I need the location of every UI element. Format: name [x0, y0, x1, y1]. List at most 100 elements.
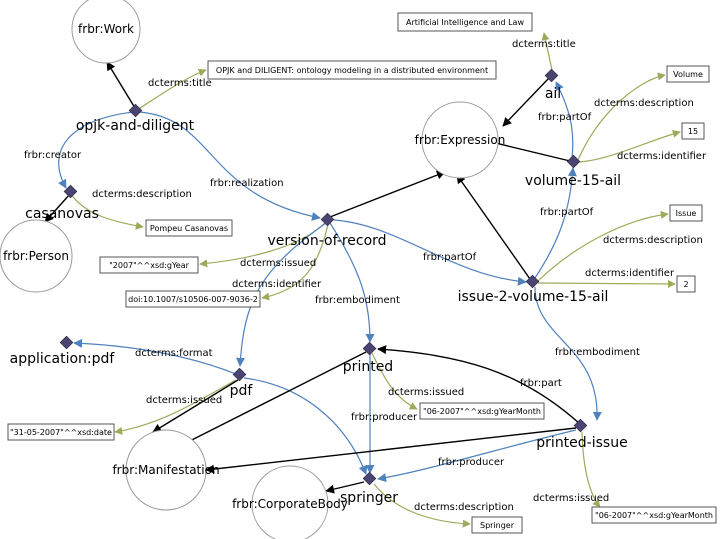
literal-issue-box [669, 204, 703, 222]
node-issue-diamond[interactable] [525, 274, 540, 289]
edge-vor-partof [333, 219, 527, 286]
literal-opjk-title: OPJK and DILIGENT: ontology modeling in … [216, 66, 488, 75]
edge-vor-embodiment-printed [329, 222, 375, 343]
edge-label-creator: frbr:creator [24, 150, 82, 161]
node-pdf-diamond[interactable] [232, 367, 247, 382]
edge-label-volume-id: dcterms:identifier [617, 151, 707, 162]
edge-ail-expression [502, 77, 550, 127]
edge-label-vor-issued: dcterms:issued [240, 258, 316, 269]
node-opjk-diamond[interactable] [128, 103, 143, 118]
literal-springer: Springer [480, 521, 515, 530]
edge-label-casanovas-desc: dcterms:description [92, 189, 192, 200]
literal-printed-issue-date: "06-2007"^^xsd:gYearMonth [595, 511, 713, 520]
edge-label-printed-issued: dcterms:issued [388, 387, 464, 398]
class-expression-label: frbr:Expression [415, 133, 506, 147]
node-issue-label: issue-2-volume-15-ail [458, 289, 609, 305]
edge-label-issue-embodiment: frbr:embodiment [555, 347, 640, 358]
node-ail-label: ail [545, 86, 561, 102]
edge-printed-issued [371, 352, 418, 410]
edge-ail-title [541, 32, 553, 71]
literal-pdf-date: "31-05-2007"^^xsd:date [10, 428, 112, 437]
literal-volume-box [666, 65, 710, 83]
edge-opjk-realization [138, 111, 321, 221]
literal-2: 2 [683, 280, 688, 289]
literal-doi-box [125, 290, 261, 308]
node-labels: opjk-and-diligent casanovas version-of-r… [10, 86, 628, 506]
node-vor-diamond[interactable] [320, 212, 335, 227]
class-corporatebody-circle [251, 465, 329, 539]
literal-boxes: OPJK and DILIGENT: ontology modeling in … [7, 12, 717, 534]
node-opjk-label: opjk-and-diligent [76, 118, 195, 134]
node-pdf-label: pdf [230, 383, 254, 399]
edge-vor-embodiment-pdf [236, 222, 327, 367]
node-volume-label: volume-15-ail [525, 173, 621, 189]
class-circles: frbr:Work frbr:Person frbr:Expression fr… [0, 0, 505, 539]
edge-vor-expression [329, 170, 446, 218]
edge-label-issue-desc: dcterms:description [603, 235, 703, 246]
edge-label-format: dcterms:format [135, 348, 213, 359]
node-springer-diamond[interactable] [362, 471, 377, 486]
edge-label-part: frbr:part [520, 378, 562, 389]
edge-issue-partof [534, 167, 577, 279]
literal-15: 15 [688, 127, 698, 136]
edge-pdf-manifestation [152, 379, 239, 433]
edge-volume-id [578, 129, 681, 163]
edge-label-issue-partof: frbr:partOf [540, 207, 594, 218]
literal-ail-title: Artificial Intelligence and Law [406, 18, 524, 27]
node-printed-issue-label: printed-issue [536, 435, 627, 451]
edge-printedissue-part [377, 345, 581, 425]
edge-printedissue-issued [581, 431, 601, 508]
literal-opjk-title-box [207, 60, 497, 80]
literal-issue: Issue [676, 209, 697, 218]
literal-year: "2007"^^xsd:gYear [109, 261, 190, 270]
node-casanovas-label: casanovas [25, 206, 99, 222]
literal-printed-date-box [419, 402, 545, 420]
edge-printedissue-producer [377, 429, 577, 483]
literal-ail-title-box [397, 12, 533, 32]
edge-springer-corporatebody [325, 481, 365, 494]
edge-casanovas-person [44, 193, 71, 223]
class-work-circle [71, 0, 141, 64]
edge-issue-desc [537, 210, 669, 282]
edge-issue-embodiment [534, 286, 602, 421]
edge-pdf-format [73, 338, 237, 375]
edge-labels: dcterms:title frbr:creator dcterms:descr… [24, 39, 707, 513]
literal-15-box [681, 122, 705, 140]
edge-label-printed-producer: frbr:producer [351, 412, 418, 423]
node-vor-label: version-of-record [267, 233, 386, 249]
node-springer-label: springer [340, 490, 398, 506]
edge-opjk-creator [58, 111, 134, 189]
edge-vor-identifier [261, 223, 329, 301]
node-printed-issue-diamond[interactable] [573, 418, 588, 433]
resource-nodes [59, 68, 588, 486]
node-volume-diamond[interactable] [566, 154, 581, 169]
node-casanovas-diamond[interactable] [63, 184, 78, 199]
edge-label-vor-identifier: dcterms:identifier [232, 279, 322, 290]
literal-year-box [99, 256, 199, 274]
literal-pompeu: Pompeu Casanovas [150, 224, 228, 233]
edge-volume-partof [555, 81, 574, 159]
class-manifestation-circle [125, 429, 207, 511]
edge-label-issue-id: dcterms:identifier [585, 268, 675, 279]
edge-issue-expression [456, 174, 531, 280]
edge-label-springer-desc: dcterms:description [414, 502, 514, 513]
literal-printed-date: "06-2007"^^xsd:gYearMonth [423, 407, 541, 416]
edge-label-printed-issue-issued: dcterms:issued [533, 493, 609, 504]
node-printed-diamond[interactable] [362, 341, 377, 356]
node-application-pdf-diamond[interactable] [59, 335, 74, 350]
class-manifestation-label: frbr:Manifestation [112, 463, 219, 477]
edges [44, 32, 681, 528]
literal-pdf-date-box [7, 423, 115, 441]
edge-printedissue-manifestation [205, 427, 577, 474]
edge-label-volume-desc: dcterms:description [594, 98, 694, 109]
edge-label-issue-producer: frbr:producer [438, 457, 505, 468]
edge-volume-desc [577, 72, 666, 161]
literal-springer-box [471, 516, 523, 534]
node-ail-diamond[interactable] [544, 68, 559, 83]
class-person-label: frbr:Person [3, 249, 69, 263]
edge-label-vor-embodiment: frbr:embodiment [315, 295, 400, 306]
edge-printed-manifestation [167, 351, 367, 453]
node-application-pdf-label: application:pdf [10, 351, 116, 367]
edge-springer-desc [373, 483, 471, 528]
